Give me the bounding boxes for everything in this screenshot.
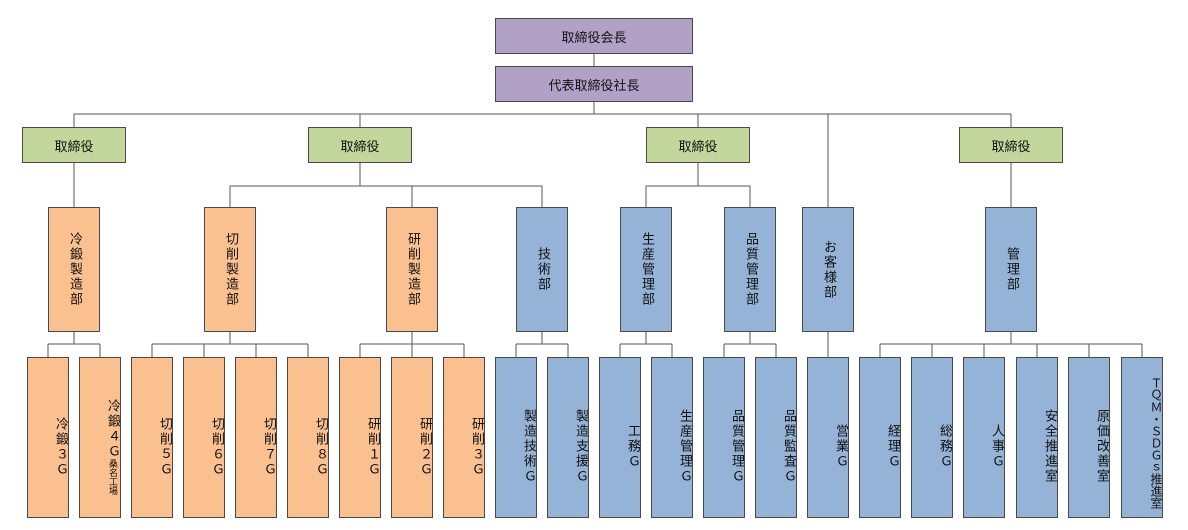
group-label: 工務Ｇ [625, 424, 640, 469]
group-seizo-shien: 製造支援Ｇ [547, 357, 589, 518]
director-label: 取締役 [54, 139, 94, 155]
group-sessaku8: 切削８Ｇ [287, 357, 329, 518]
group-label: 製造支援Ｇ [573, 409, 588, 484]
group-label: 切削７Ｇ [261, 416, 276, 477]
director-label: 取締役 [340, 139, 380, 155]
group-keiri: 経理Ｇ [859, 357, 901, 518]
dept-sessaku-seizo: 切削製造部 [204, 207, 256, 332]
group-label: 研削１Ｇ [365, 416, 380, 477]
director-label: 取締役 [678, 139, 718, 155]
group-kensaku2: 研削２Ｇ [391, 357, 433, 518]
group-kensaku3: 研削３Ｇ [443, 357, 485, 518]
group-label: 経理Ｇ [885, 424, 900, 469]
group-eigyo: 営業Ｇ [807, 357, 849, 518]
group-kensaku1: 研削１Ｇ [339, 357, 381, 518]
dept-label: お客様部 [821, 239, 836, 300]
group-soumu: 総務Ｇ [911, 357, 953, 518]
director-box-1: 取締役 [22, 127, 126, 163]
dept-okyakusama: お客様部 [802, 207, 854, 332]
group-label: 安全推進室 [1042, 409, 1057, 484]
group-label: 原価改善室 [1094, 409, 1109, 484]
group-reiko3: 冷鍛３Ｇ [27, 357, 69, 518]
dept-reiko-seizo: 冷鍛製造部 [48, 207, 100, 332]
chairman-box: 取締役会長 [495, 18, 693, 54]
group-label: 冷鍛４Ｇ [105, 398, 120, 459]
dept-seisan-kanri: 生産管理部 [620, 207, 672, 332]
group-seisan-kanri: 生産管理Ｇ [651, 357, 693, 518]
group-label: 総務Ｇ [937, 424, 952, 469]
dept-kanri: 管理部 [985, 207, 1037, 332]
group-label: 営業Ｇ [833, 424, 848, 469]
group-sublabel: 桑名工場 [107, 458, 117, 495]
group-label: 切削６Ｇ [209, 416, 224, 477]
group-sessaku7: 切削７Ｇ [235, 357, 277, 518]
dept-label: 冷鍛製造部 [67, 232, 82, 307]
group-label: 品質監査Ｇ [781, 409, 796, 484]
group-jinji: 人事Ｇ [963, 357, 1005, 518]
group-label: 研削３Ｇ [469, 416, 484, 477]
group-label: 切削５Ｇ [157, 416, 172, 477]
group-label: 生産管理Ｇ [677, 409, 692, 484]
group-label: 冷鍛３Ｇ [53, 416, 68, 477]
group-seizo-gijutsu: 製造技術Ｇ [495, 357, 537, 518]
dept-gijutsu: 技術部 [516, 207, 568, 332]
group-hinshitsu-kansa: 品質監査Ｇ [755, 357, 797, 518]
dept-label: 管理部 [1004, 247, 1019, 292]
director-box-3: 取締役 [646, 127, 750, 163]
director-box-2: 取締役 [308, 127, 412, 163]
director-box-4: 取締役 [959, 127, 1063, 163]
group-sessaku5: 切削５Ｇ [131, 357, 173, 518]
president-label: 代表取締役社長 [548, 78, 640, 94]
group-hinshitsu-kanri: 品質管理Ｇ [703, 357, 745, 518]
dept-kensaku-seizo: 研削製造部 [386, 207, 438, 332]
group-label: 製造技術Ｇ [521, 409, 536, 484]
dept-label: 品質管理部 [743, 232, 758, 307]
dept-label: 切削製造部 [223, 232, 238, 307]
group-anzen-suishin: 安全推進室 [1016, 357, 1058, 518]
dept-label: 研削製造部 [405, 232, 420, 307]
dept-hinshitsu-kanri: 品質管理部 [724, 207, 776, 332]
group-label: 研削２Ｇ [417, 416, 432, 477]
chairman-label: 取締役会長 [561, 30, 627, 46]
president-box: 代表取締役社長 [495, 66, 693, 102]
group-label: 切削８Ｇ [313, 416, 328, 477]
group-genka-kaizen: 原価改善室 [1068, 357, 1110, 518]
group-koumu: 工務Ｇ [599, 357, 641, 518]
dept-label: 技術部 [535, 247, 550, 292]
group-label: ＴＱＭ・ＳＤＧｓ推進室 [1149, 376, 1163, 509]
group-label: 人事Ｇ [989, 424, 1004, 469]
group-tqm-sdgs: ＴＱＭ・ＳＤＧｓ推進室 [1121, 357, 1163, 518]
group-label: 品質管理Ｇ [729, 409, 744, 484]
director-label: 取締役 [991, 139, 1031, 155]
group-sessaku6: 切削６Ｇ [183, 357, 225, 518]
dept-label: 生産管理部 [639, 232, 654, 307]
